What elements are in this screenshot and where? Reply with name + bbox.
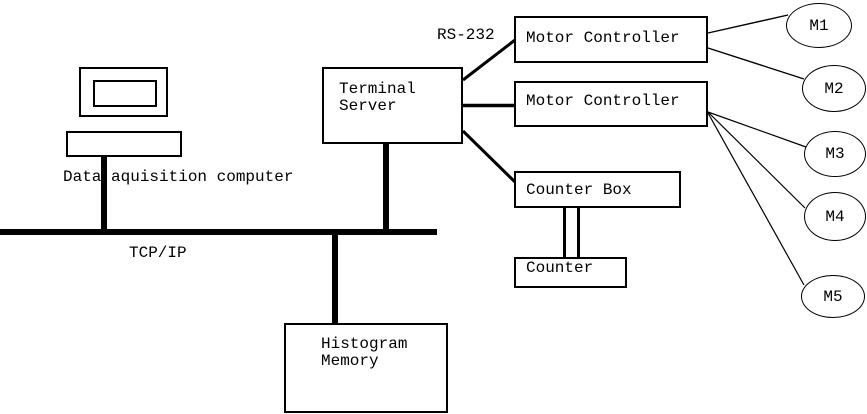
rs-232-label: RS-232 [437, 26, 495, 44]
histogram-memory-label-line2: Memory [321, 352, 379, 370]
motor-m1-label: M1 [809, 16, 829, 35]
mc1-to-m1-line [707, 14, 789, 34]
counter-node: Counter [514, 257, 627, 288]
motor-m5-label: M5 [823, 287, 843, 306]
motor-controller-2-node: Motor Controller [514, 81, 708, 127]
histogram-memory-label-line1: Histogram [321, 335, 408, 353]
motor-m2-node: M2 [802, 65, 866, 112]
data-acquisition-computer-label: Data aquisition computer [63, 168, 294, 186]
motor-controller-2-label: Motor Controller [526, 92, 680, 110]
ts-to-motor-controller-1-line [462, 38, 516, 82]
counter-box-node: Counter Box [514, 171, 681, 208]
tcp-ip-label: TCP/IP [129, 244, 187, 262]
motor-m3-label: M3 [825, 145, 845, 163]
motor-m4-node: M4 [804, 192, 866, 241]
counter-box-label: Counter Box [526, 181, 632, 199]
motor-controller-1-label: Motor Controller [526, 29, 680, 47]
motor-m2-label: M2 [824, 79, 844, 98]
counter-label: Counter [526, 259, 594, 277]
motor-m5-node: M5 [801, 275, 865, 318]
motor-m3-node: M3 [804, 131, 866, 177]
motor-m4-label: M4 [825, 207, 845, 226]
computer-keyboard-icon [66, 131, 182, 157]
motor-controller-1-node: Motor Controller [514, 16, 708, 63]
mc2-to-m3-line [707, 111, 807, 148]
mc1-to-m2-line [707, 47, 805, 80]
mc2-to-m4-line [707, 111, 806, 209]
mc2-to-m5-line [707, 112, 805, 286]
ts-to-counter-box-line [461, 129, 517, 184]
computer-screen-icon [93, 80, 157, 107]
motor-m1-node: M1 [786, 3, 852, 48]
terminal-server-label-line1: Terminal [339, 80, 416, 98]
terminal-server-label-line2: Server [339, 97, 397, 115]
